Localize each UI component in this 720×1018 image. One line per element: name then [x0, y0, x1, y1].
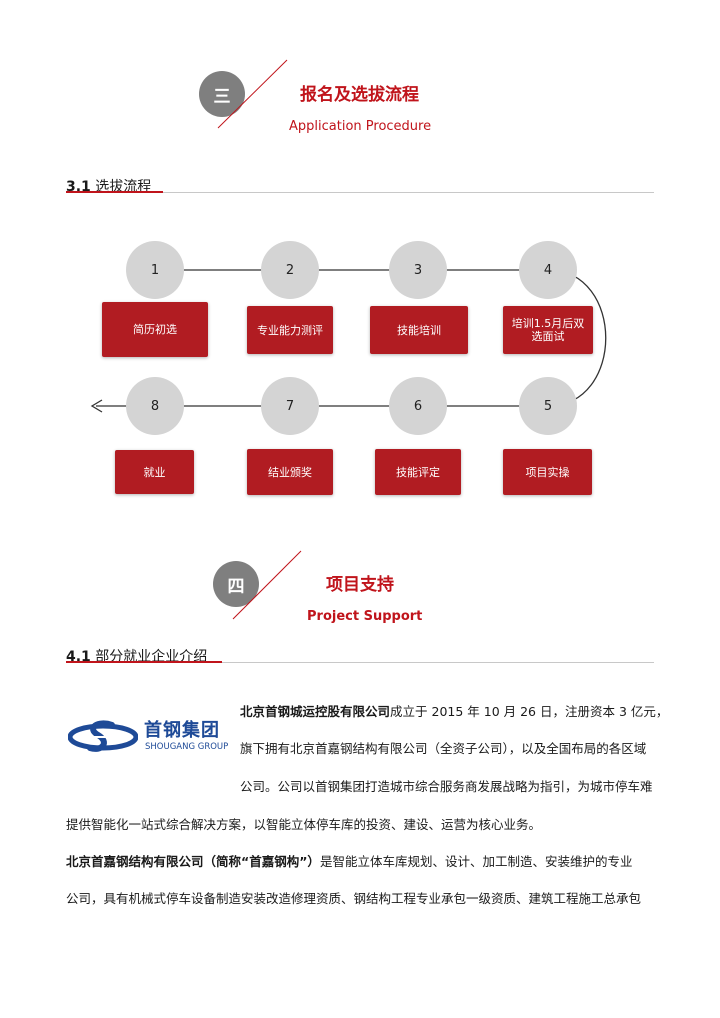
step-circle-8: 8 [126, 377, 184, 435]
intro-line: 提供智能化一站式综合解决方案，以智能立体停车库的投资、建设、运营为核心业务。 [66, 817, 542, 832]
step-box-1: 简历初选 [102, 302, 208, 357]
intro-line: 北京首钢城运控股有限公司成立于 2015 年 10 月 26 日，注册资本 3 … [240, 704, 669, 719]
step-circle-4: 4 [519, 241, 577, 299]
step-box-6: 技能评定 [375, 449, 461, 495]
step-circle-5: 5 [519, 377, 577, 435]
step-circle-6: 6 [389, 377, 447, 435]
divider [66, 662, 654, 663]
step-box-4: 培训1.5月后双选面试 [503, 306, 593, 354]
step-box-7: 结业颁奖 [247, 449, 333, 495]
section-subtitle: Project Support [307, 609, 423, 624]
step-box-2: 专业能力测评 [247, 306, 333, 354]
step-circle-7: 7 [261, 377, 319, 435]
divider-accent [66, 661, 222, 663]
section-title: 项目支持 [326, 575, 394, 595]
divider-accent [66, 191, 163, 193]
step-box-3: 技能培训 [370, 306, 468, 354]
step-box-8: 就业 [115, 450, 194, 494]
section-divider-slash [217, 59, 288, 129]
subsection-heading: 3.1 选拔流程 [66, 179, 152, 195]
step-box-5: 项目实操 [503, 449, 592, 495]
section-number-badge: 四 [213, 561, 259, 607]
intro-line: 公司。公司以首钢集团打造城市综合服务商发展战略为指引，为城市停车难 [240, 779, 653, 794]
section-divider-slash [232, 550, 302, 620]
intro-line: 公司，具有机械式停车设备制造安装改造修理资质、钢结构工程专业承包一级资质、建筑工… [66, 891, 642, 906]
step-circle-2: 2 [261, 241, 319, 299]
intro-line: 北京首嘉钢结构有限公司（简称“首嘉钢构”）是智能立体车库规划、设计、加工制造、安… [66, 854, 633, 869]
divider [66, 192, 654, 193]
section-number-badge: 三 [199, 71, 245, 117]
shougang-logo: 首钢集团 SHOUGANG GROUP [68, 714, 232, 760]
step-circle-1: 1 [126, 241, 184, 299]
logo-text-en: SHOUGANG GROUP [145, 742, 229, 752]
section-subtitle: Application Procedure [289, 119, 432, 134]
intro-line: 旗下拥有北京首嘉钢结构有限公司（全资子公司），以及全国布局的各区域 [240, 741, 647, 756]
step-circle-3: 3 [389, 241, 447, 299]
logo-text-cn: 首钢集团 [144, 720, 220, 741]
subsection-heading: 4.1 部分就业企业介绍 [66, 649, 208, 665]
section-title: 报名及选拔流程 [300, 85, 419, 105]
shougang-emblem-icon [68, 720, 138, 752]
